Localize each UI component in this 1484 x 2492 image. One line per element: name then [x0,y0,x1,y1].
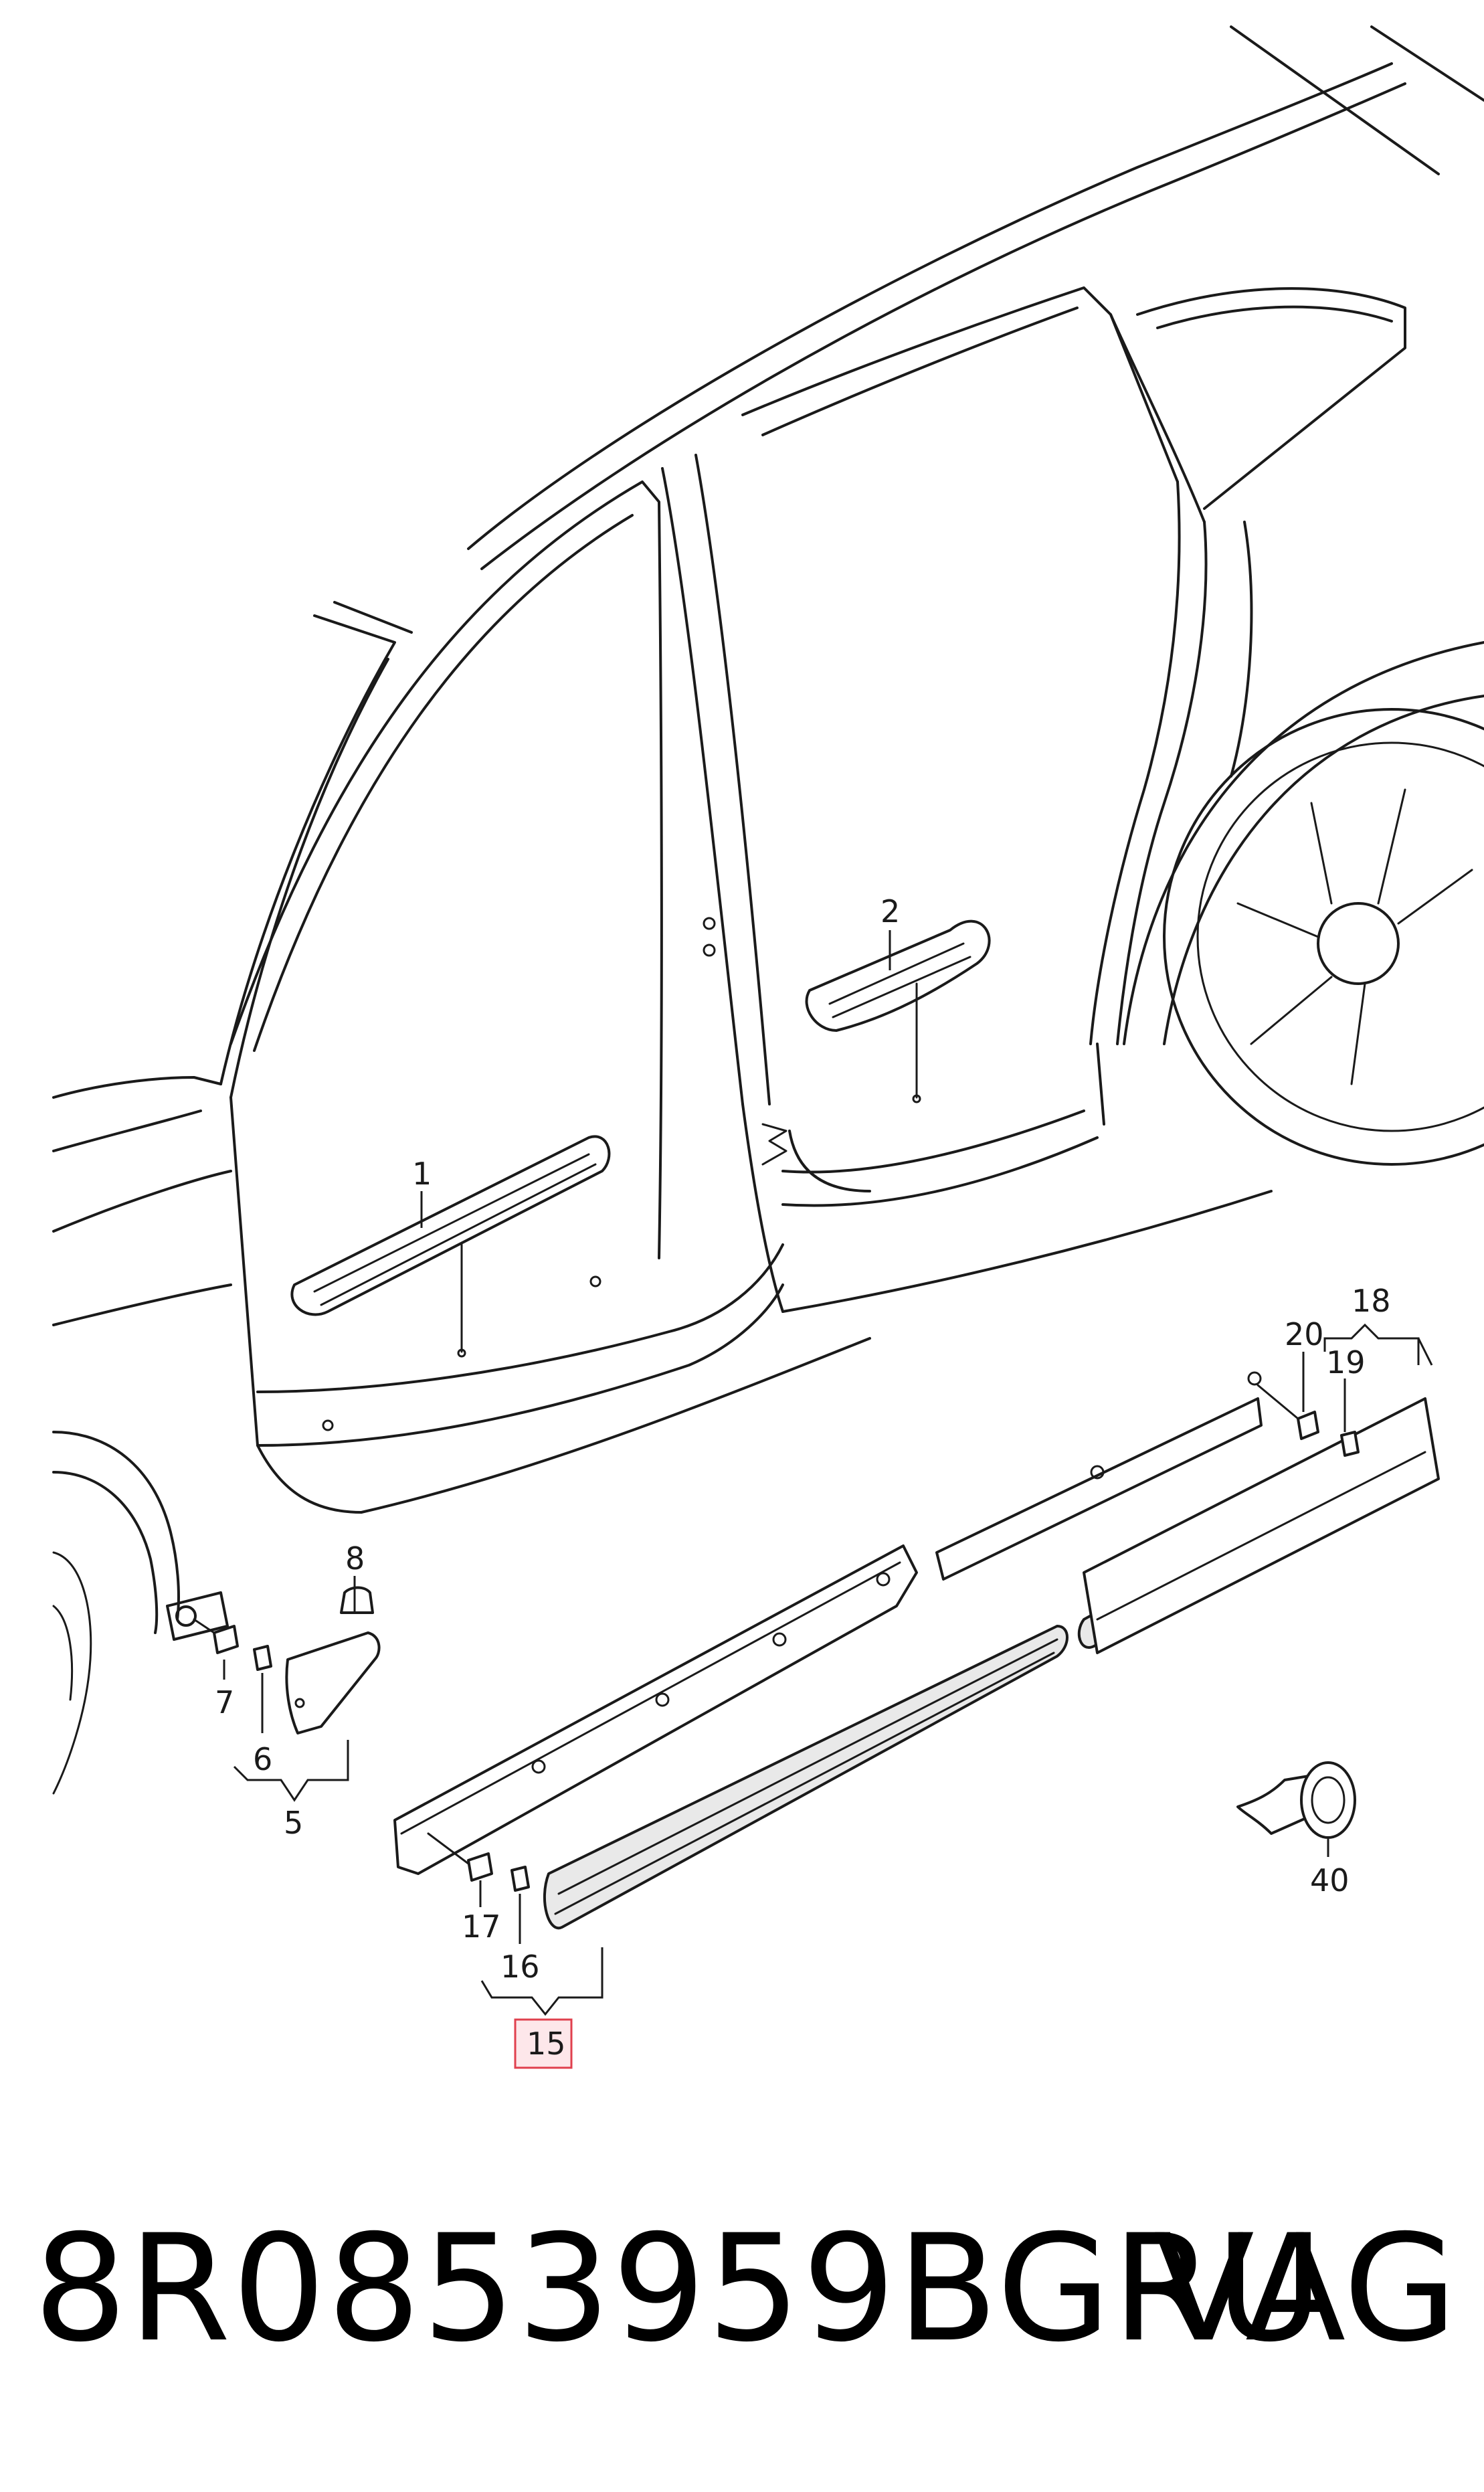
callout-15[interactable]: 15 [527,2026,566,2062]
part-number: 8R0853959BGRU [33,2203,1325,2374]
footer: 8R0853959BGRU VAG [0,2208,1484,2369]
callout-19[interactable]: 19 [1326,1344,1366,1381]
callout-labels: 1 2 5 6 7 8 15 16 17 18 19 20 40 [215,893,1391,2069]
callout-17[interactable]: 17 [462,1908,501,1945]
part-18-rear-sill-panel [935,1371,1440,1654]
callout-leaders [223,930,1433,2016]
callout-6[interactable]: 6 [253,1741,272,1777]
callout-16[interactable]: 16 [500,1949,540,1985]
callout-40[interactable]: 40 [1310,1862,1350,1898]
car-body-outline [52,25,1484,1795]
callout-18[interactable]: 18 [1352,1283,1391,1319]
part-1-front-sill-trim [290,1135,611,1358]
part-5-bracket-assembly [166,1586,381,1734]
callout-15-highlight-box [514,2018,573,2069]
callout-2[interactable]: 2 [880,893,900,929]
callout-20[interactable]: 20 [1285,1316,1324,1352]
part-40-adhesive-tape-roll [1236,1761,1356,1839]
brand-label: VAG [1153,2203,1457,2374]
part-2-rear-sill-trim [805,919,991,1103]
callout-7[interactable]: 7 [215,1684,234,1720]
callout-1[interactable]: 1 [412,1156,432,1192]
part-15-side-sill-panel [393,1544,1069,1930]
callout-8[interactable]: 8 [345,1540,365,1577]
callout-5[interactable]: 5 [284,1805,303,1841]
